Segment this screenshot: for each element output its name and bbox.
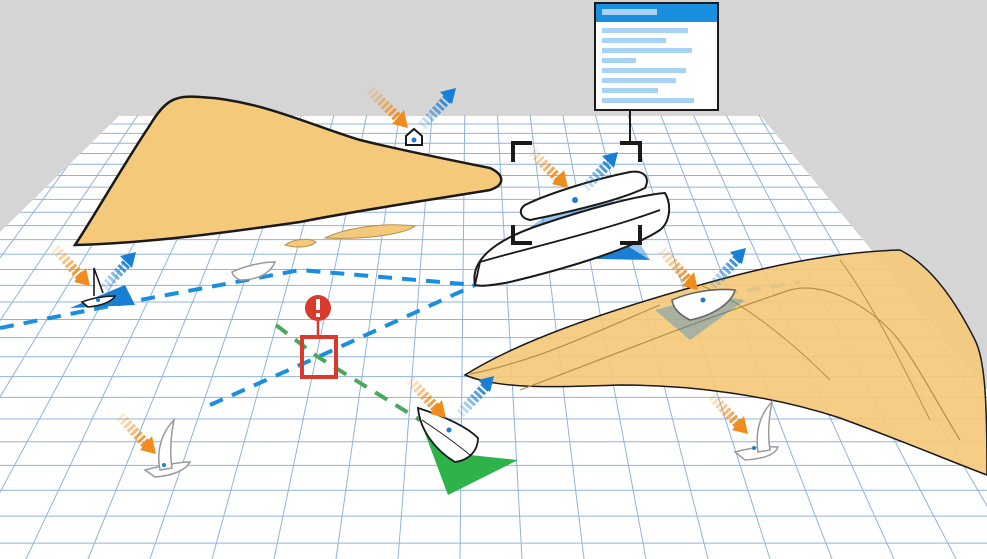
- signal-arrow-icon: [366, 86, 456, 130]
- sailboat-icon: [733, 399, 780, 461]
- ship-target: [416, 406, 518, 495]
- ship-icon: [231, 261, 277, 281]
- signal-arrow-icon: [51, 244, 136, 292]
- ship-icon: [655, 288, 745, 340]
- lighthouse-icon: [405, 127, 423, 146]
- signal-arrow-icon: [708, 392, 748, 434]
- island-right: [463, 249, 987, 476]
- alert-target-box: [300, 335, 338, 379]
- signal-arrow-icon: [528, 148, 618, 192]
- signal-arrow-icon: [658, 246, 746, 290]
- sailboat-icon: [143, 417, 192, 478]
- focus-brackets: [511, 141, 642, 245]
- sailboat-icon: [70, 267, 135, 308]
- info-panel-icon: [594, 2, 719, 143]
- signal-arrow-icon: [406, 376, 494, 418]
- signal-arrow-icon: [116, 412, 156, 454]
- island-left: [72, 95, 503, 248]
- alert-icon: [300, 295, 338, 379]
